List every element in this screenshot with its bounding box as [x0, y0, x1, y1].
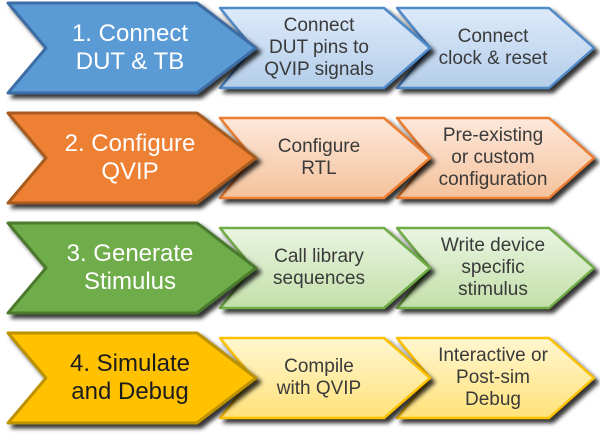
step3-shapes [6, 221, 596, 315]
step4-main-arrow-shape [6, 331, 258, 425]
step1-shapes [6, 1, 596, 95]
step4-shapes [6, 331, 596, 425]
flow-row-step3: 3. Generate Stimulus Call library sequen… [0, 220, 600, 330]
step1-main-arrow-shape [6, 1, 258, 95]
step2-shapes [6, 111, 596, 205]
flow-row-step1: 1. Connect DUT & TB Connect DUT pins to … [0, 0, 600, 110]
flow-row-step2: 2. Configure QVIP Configure RTL Pre-exis… [0, 110, 600, 220]
step2-main-arrow-shape [6, 111, 258, 205]
step3-main-arrow-shape [6, 221, 258, 315]
flow-row-step4: 4. Simulate and Debug Compile with QVIP … [0, 330, 600, 440]
